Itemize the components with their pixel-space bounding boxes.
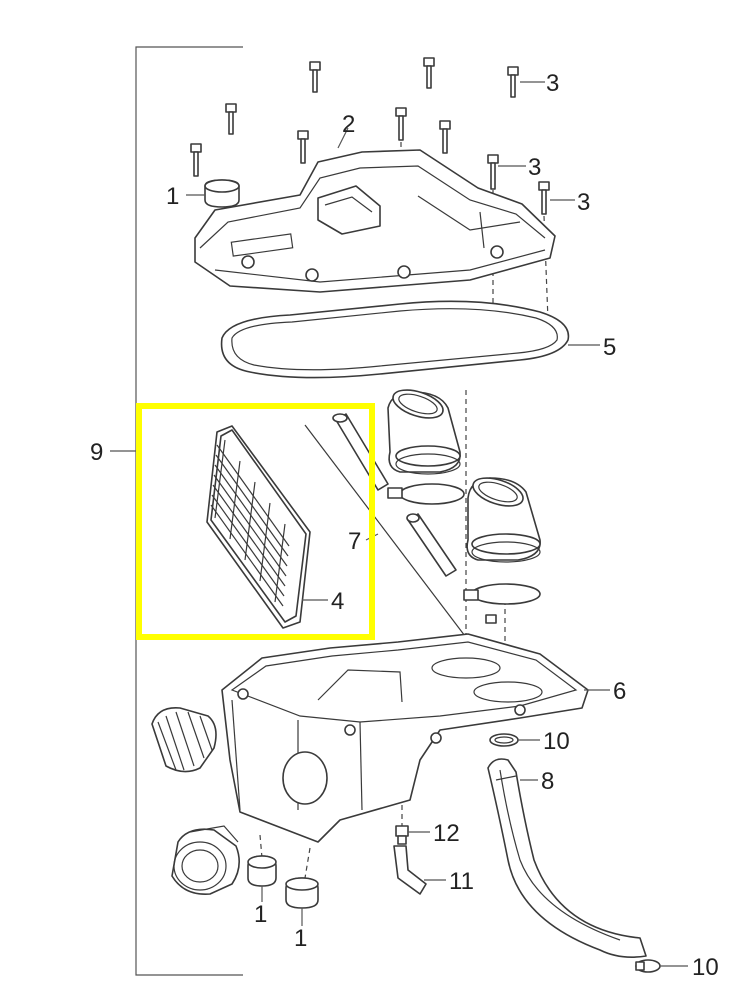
bolt <box>297 130 309 164</box>
gasket <box>220 300 570 379</box>
callout-label: 1 <box>294 925 307 952</box>
drain-hose <box>487 758 647 958</box>
callout-label: 12 <box>433 820 460 847</box>
bolt <box>190 143 202 177</box>
callout-label: 10 <box>543 728 570 755</box>
callout-label: 10 <box>692 954 719 981</box>
grommet-top <box>204 179 240 208</box>
bolt <box>538 181 550 215</box>
callout-label: 1 <box>166 183 179 210</box>
bolt <box>309 61 321 93</box>
drain-tube <box>393 845 427 895</box>
intake-duct-lower <box>463 477 541 624</box>
bolt <box>487 154 499 190</box>
callout-label: 5 <box>603 334 616 361</box>
hose-clamp-upper <box>489 733 519 747</box>
air-filter-cover <box>194 149 556 293</box>
callout-label: 3 <box>577 189 590 216</box>
filter-pleats <box>210 439 290 607</box>
bolt <box>423 57 435 89</box>
bolt <box>439 120 451 154</box>
callout-label: 4 <box>331 588 344 615</box>
bolt <box>225 103 237 135</box>
cover-bolts <box>190 57 550 215</box>
bolt <box>395 107 407 141</box>
callout-label: 1 <box>254 901 267 928</box>
air-filter-element <box>206 425 311 629</box>
highlight-box <box>136 403 375 640</box>
callout-label: 6 <box>613 678 626 705</box>
intake-duct-upper <box>387 389 465 505</box>
callout-label: 8 <box>541 768 554 795</box>
callout-label: 3 <box>546 70 559 97</box>
callout-label: 2 <box>342 111 355 138</box>
callout-leaders <box>186 81 688 967</box>
grommet-left <box>247 855 277 887</box>
intake-boot <box>171 825 240 895</box>
intake-screen <box>151 707 217 773</box>
drain-fitting <box>395 825 409 845</box>
callout-labels: 3 2 3 3 1 5 9 4 7 6 10 8 12 11 1 1 10 <box>90 70 719 981</box>
air-box-lower-case <box>221 633 589 843</box>
callout-label: 7 <box>348 528 361 555</box>
callout-label: 11 <box>449 868 474 895</box>
callout-label: 3 <box>528 154 541 181</box>
bolt <box>507 66 519 98</box>
callout-label: 9 <box>90 439 103 466</box>
grommet-right <box>285 877 319 909</box>
hose-clamp-lower <box>635 959 661 973</box>
